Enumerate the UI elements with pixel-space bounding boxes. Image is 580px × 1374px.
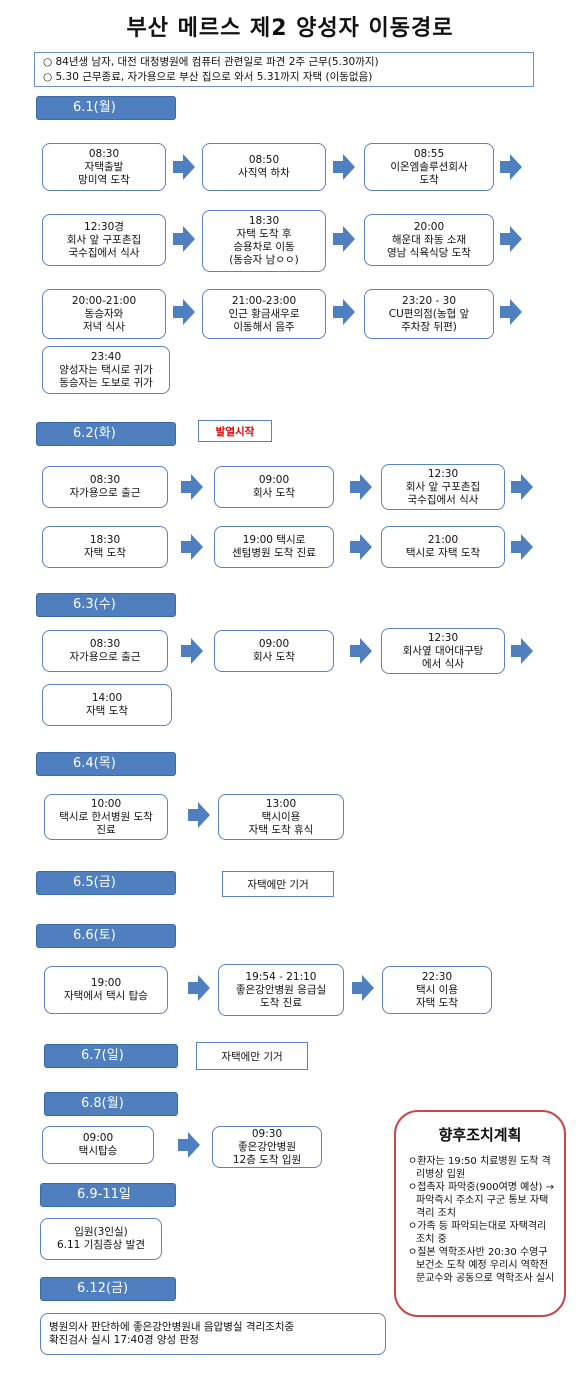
step-box: 10:00 택시로 한서병원 도착 진료 <box>44 794 168 840</box>
stayed-home-note: 자택에만 기거 <box>222 871 334 897</box>
step-box: 병원의사 판단하에 좋은강안병원내 음압병실 격리조치중 확진검사 실시 17:… <box>40 1313 386 1355</box>
arrow-right-icon <box>350 534 372 560</box>
step-box: 09:30 좋은강안병원 12층 도착 입원 <box>212 1126 322 1168</box>
stayed-home-note: 자택에만 기거 <box>196 1042 308 1070</box>
step-box: 08:55 이온엠솔루션회사 도착 <box>364 143 494 191</box>
step-box: 09:00 회사 도착 <box>214 466 334 508</box>
day-header-0604: 6.4(목) <box>36 752 176 776</box>
plan-title: 향후조치계획 <box>438 1126 522 1144</box>
case-summary: ○ 84년생 남자, 대전 대청병원에 컴퓨터 관련일로 파견 2주 근무(5.… <box>34 52 534 87</box>
step-box: 12:30 회사옆 대어대구탕 에서 식사 <box>381 628 505 674</box>
plan-item: ㅇ가족 등 파악되는대로 자택격리 조치 중 <box>408 1221 547 1245</box>
day-header-0609-11: 6.9-11일 <box>40 1183 176 1207</box>
arrow-right-icon <box>350 638 372 664</box>
step-box: 13:00 택시이용 자택 도착 휴식 <box>218 794 344 840</box>
arrow-right-icon <box>511 638 533 664</box>
step-box: 19:00 자택에서 택시 탑승 <box>44 966 168 1014</box>
arrow-right-icon <box>173 299 195 325</box>
arrow-right-icon <box>350 474 372 500</box>
arrow-right-icon <box>188 802 210 828</box>
step-box: 20:00-21:00 동승자와 저녁 식사 <box>42 289 166 339</box>
step-box: 12:30 회사 앞 구포촌집 국수집에서 식사 <box>381 464 505 510</box>
step-box: 19:00 택시로 센텀병원 도착 진료 <box>214 526 334 568</box>
step-box: 12:30경 회사 앞 구포촌집 국수집에서 식사 <box>42 214 166 266</box>
arrow-right-icon <box>500 299 522 325</box>
arrow-right-icon <box>500 226 522 252</box>
step-box: 23:40 양성자는 택시로 귀가 동승자는 도보로 귀가 <box>42 346 170 394</box>
step-box: 22:30 택시 이용 자택 도착 <box>382 966 492 1014</box>
step-box: 21:00 택시로 자택 도착 <box>381 526 505 568</box>
step-box: 09:00 택시탑승 <box>42 1126 154 1164</box>
step-box: 08:30 자가용으로 출근 <box>42 630 168 672</box>
plan-item: ㅇ질본 역학조사반 20:30 수영구 보건소 도착 예정 우리시 역학전문교수… <box>408 1247 555 1284</box>
day-header-0603: 6.3(수) <box>36 593 176 617</box>
step-box: 21:00-23:00 인근 황금새우로 이동해서 음주 <box>202 289 326 339</box>
step-box: 18:30 자택 도착 후 승용차로 이동 (동승자 남ㅇㅇ) <box>202 210 326 272</box>
arrow-right-icon <box>333 226 355 252</box>
step-box: 입원(3인실) 6.11 기침증상 발견 <box>40 1218 162 1260</box>
plan-list: ㅇ환자는 19:50 치료병원 도착 격리병상 입원 ㅇ접촉자 파악중(900여… <box>396 1155 564 1285</box>
step-box: 09:00 회사 도착 <box>214 630 334 672</box>
arrow-right-icon <box>173 226 195 252</box>
day-header-0601: 6.1(월) <box>36 96 176 120</box>
summary-line: ○ 5.30 근무종료, 자가용으로 부산 집으로 와서 5.31까지 자택 (… <box>43 71 373 83</box>
arrow-right-icon <box>500 154 522 180</box>
arrow-right-icon <box>333 154 355 180</box>
arrow-right-icon <box>188 975 210 1001</box>
arrow-right-icon <box>181 534 203 560</box>
summary-line: ○ 84년생 남자, 대전 대청병원에 컴퓨터 관련일로 파견 2주 근무(5.… <box>43 56 379 68</box>
arrow-right-icon <box>511 474 533 500</box>
step-box: 08:50 사직역 하차 <box>202 143 326 191</box>
day-header-0608: 6.8(월) <box>44 1092 178 1116</box>
fever-onset-note: 발열시작 <box>198 420 272 442</box>
step-box: 19:54 - 21:10 좋은강안병원 응급실 도착 진료 <box>218 964 344 1016</box>
plan-item: ㅇ환자는 19:50 치료병원 도착 격리병상 입원 <box>408 1156 551 1180</box>
step-box: 20:00 해운대 좌동 소재 영남 식육식당 도착 <box>364 214 494 266</box>
arrow-right-icon <box>333 299 355 325</box>
day-header-0602: 6.2(화) <box>36 422 176 446</box>
arrow-right-icon <box>181 474 203 500</box>
day-header-0605: 6.5(금) <box>36 871 176 895</box>
arrow-right-icon <box>173 154 195 180</box>
arrow-right-icon <box>352 975 374 1001</box>
day-header-0606: 6.6(토) <box>36 924 176 948</box>
step-box: 08:30 자택출발 망미역 도착 <box>42 143 166 191</box>
step-box: 18:30 자택 도착 <box>42 526 168 568</box>
plan-item: ㅇ접촉자 파악중(900여명 예상) → 파악즉시 주소지 구군 통보 자택격리… <box>408 1182 555 1219</box>
step-box: 08:30 자가용으로 출근 <box>42 466 168 508</box>
arrow-right-icon <box>511 534 533 560</box>
followup-plan-panel: 향후조치계획 ㅇ환자는 19:50 치료병원 도착 격리병상 입원 ㅇ접촉자 파… <box>394 1110 566 1317</box>
arrow-right-icon <box>178 1132 200 1158</box>
step-box: 14:00 자택 도착 <box>42 684 172 726</box>
step-box: 23:20 - 30 CU편의점(농협 앞 주차장 뒤편) <box>364 289 494 339</box>
day-header-0612: 6.12(금) <box>40 1277 176 1301</box>
page-title: 부산 메르스 제2 양성자 이동경로 <box>126 16 454 41</box>
day-header-0607: 6.7(일) <box>44 1044 178 1068</box>
arrow-right-icon <box>181 638 203 664</box>
